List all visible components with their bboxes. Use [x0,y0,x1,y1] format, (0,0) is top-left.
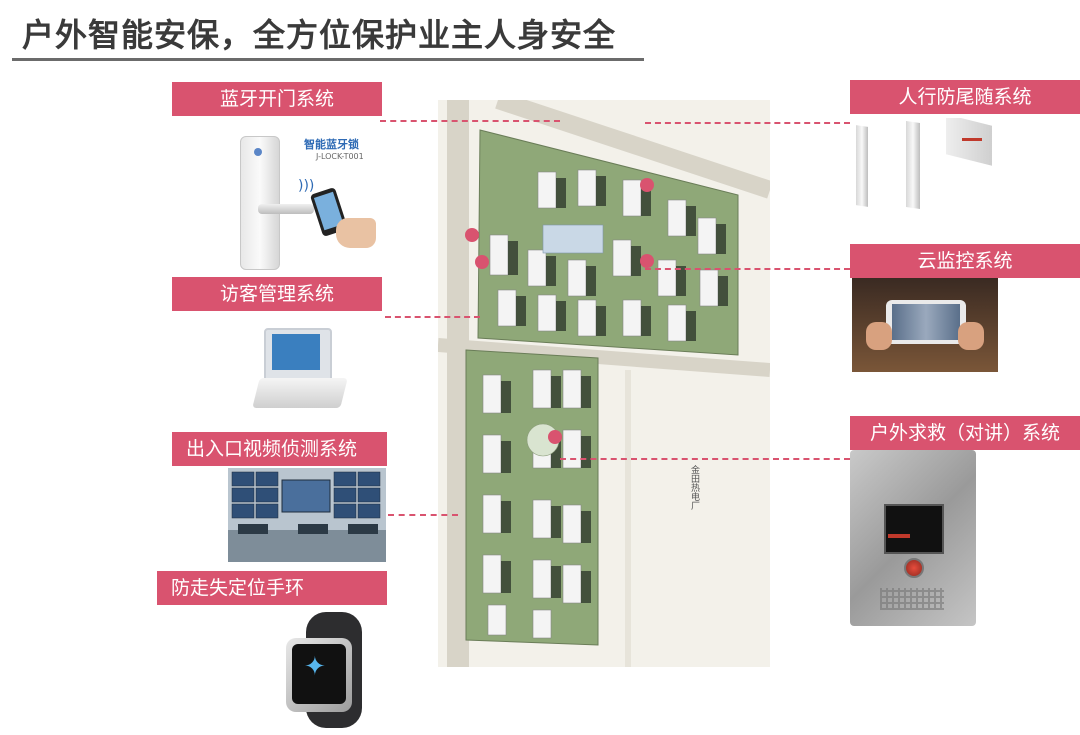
locator-wristband-photo: ✦ [282,612,372,730]
site-plan-map: 金田热电厂 [438,100,770,667]
map-road-label: 金田热电厂 [689,465,699,510]
turnstile-photo [850,118,998,214]
label-outdoor-sos: 户外求救（对讲）系统 [850,416,1080,450]
connector-line [645,122,850,124]
bluetooth-lock-photo: 智能蓝牙锁 J-LOCK-T001 ))) [228,126,382,272]
bluetooth-icon: ))) [298,178,315,194]
label-visitor-mgmt: 访客管理系统 [172,277,382,311]
connector-line [645,268,850,270]
label-bluetooth-door: 蓝牙开门系统 [172,82,382,116]
cloud-monitoring-photo [852,278,998,372]
lock-model-text: J-LOCK-T001 [316,152,364,161]
lock-brand-text: 智能蓝牙锁 [304,138,359,151]
title-divider [12,58,644,61]
map-marker [640,254,654,268]
visitor-kiosk-photo [252,322,350,416]
label-anti-wander-band: 防走失定位手环 [157,571,387,605]
smartphone-icon [886,300,966,344]
map-marker [548,430,562,444]
connector-line [385,316,480,318]
butterfly-icon: ✦ [304,652,326,682]
page-title: 户外智能安保，全方位保护业主人身安全 [22,16,617,54]
map-marker [640,178,654,192]
label-entrance-video: 出入口视频侦测系统 [172,432,387,466]
label-anti-tailgating: 人行防尾随系统 [850,80,1080,114]
sos-intercom-photo [850,450,976,626]
map-marker [465,228,479,242]
call-button-icon[interactable] [904,558,924,578]
connector-line [388,514,458,516]
connector-line [380,120,560,122]
map-marker [475,255,489,269]
label-cloud-monitoring: 云监控系统 [850,244,1080,278]
video-wall-photo [228,468,386,562]
connector-line [560,458,850,460]
